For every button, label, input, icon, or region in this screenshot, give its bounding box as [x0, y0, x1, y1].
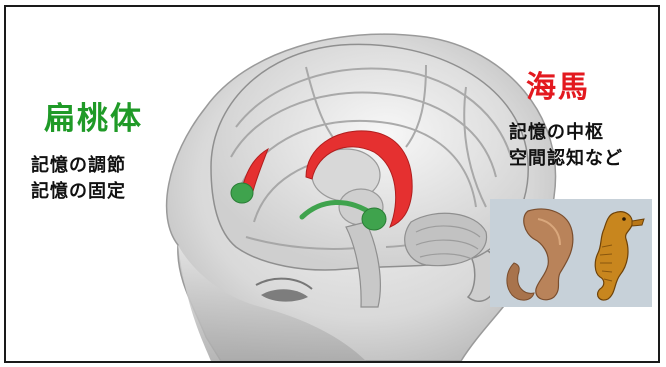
hippocampus-function-2: 空間認知など [509, 146, 623, 172]
amygdala-functions: 記憶の調節 記憶の固定 [31, 153, 126, 205]
amygdala-right [362, 208, 386, 230]
hippocampus-seahorse-photo [490, 199, 652, 307]
amygdala-function-2: 記憶の固定 [31, 179, 126, 205]
diagram-frame: 扁桃体 記憶の調節 記憶の固定 海馬 記憶の中枢 空間認知など [4, 5, 660, 363]
hippocampus-functions: 記憶の中枢 空間認知など [509, 120, 623, 172]
amygdala-function-1: 記憶の調節 [31, 153, 126, 179]
hippocampus-function-1: 記憶の中枢 [509, 120, 623, 146]
seahorse [595, 212, 632, 300]
amygdala-left [231, 183, 253, 203]
amygdala-title: 扁桃体 [44, 93, 143, 138]
hippocampus-title: 海馬 [526, 62, 590, 106]
